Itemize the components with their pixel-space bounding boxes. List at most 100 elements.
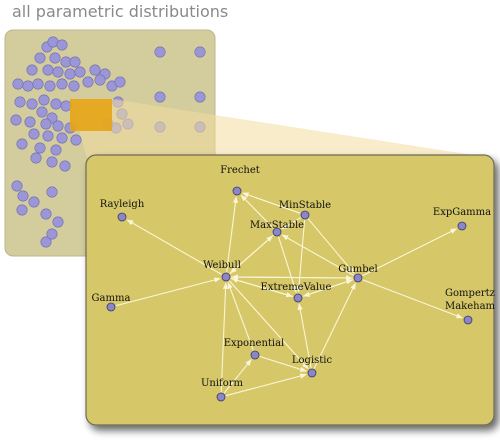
edge-logistic-to-extremevalue	[297, 303, 312, 369]
node-marker[interactable]	[300, 210, 310, 220]
node-expgamma[interactable]: ExpGamma	[433, 207, 491, 231]
overview-dot	[40, 236, 52, 248]
overview-dot	[46, 156, 58, 168]
overview-dot	[56, 39, 68, 51]
selection-box[interactable]	[70, 99, 112, 131]
node-marker[interactable]	[216, 392, 226, 402]
overview-dot	[16, 138, 28, 150]
overview-dot	[52, 66, 64, 78]
node-marker[interactable]	[307, 368, 317, 378]
overview-dot	[26, 64, 38, 76]
edges	[115, 192, 464, 397]
node-logistic[interactable]: Logistic	[292, 355, 333, 378]
overview-dot	[28, 128, 40, 140]
node-marker[interactable]	[293, 293, 303, 303]
overview-dot	[52, 120, 64, 132]
edge-gumbel-to-gompertz_makeham	[362, 279, 464, 319]
edge-uniform-to-exponential	[223, 359, 252, 394]
overview-dot	[50, 98, 62, 110]
overview-dot	[60, 100, 72, 112]
overview-dot	[38, 94, 50, 106]
edge-gumbel-to-weibull	[231, 274, 354, 280]
overview-dot	[194, 91, 206, 103]
overview-dot	[28, 196, 40, 208]
node-label: ExtremeValue	[261, 282, 332, 293]
overview-dot	[34, 142, 46, 154]
node-marker[interactable]	[221, 272, 231, 282]
overview-dot	[49, 52, 61, 64]
overview-dot	[56, 78, 68, 90]
node-label: Rayleigh	[100, 199, 145, 210]
node-marker[interactable]	[353, 273, 363, 283]
edge-exponential-to-logistic	[259, 355, 307, 372]
node-exponential[interactable]: Exponential	[224, 338, 285, 360]
node-label: MaxStable	[250, 220, 304, 231]
node-gumbel[interactable]: Gumbel	[338, 264, 378, 283]
edge-gumbel-to-maxstable	[281, 234, 354, 276]
edge-weibull-to-maxstable	[229, 235, 273, 275]
overview-dot	[69, 56, 81, 68]
page-title: all parametric distributions	[12, 2, 229, 21]
overview-dot	[114, 76, 126, 88]
overview-dot	[22, 80, 34, 92]
overview-dot	[94, 74, 106, 86]
node-label: Logistic	[292, 355, 333, 366]
overview-dot	[42, 64, 54, 76]
edge-minstable-to-maxstable	[281, 217, 301, 230]
node-marker[interactable]	[457, 221, 467, 231]
overview-dot	[70, 134, 82, 146]
edge-uniform-to-weibull	[220, 282, 229, 393]
node-frechet[interactable]: Frechet	[220, 165, 260, 196]
node-label: MinStable	[279, 200, 331, 211]
node-marker[interactable]	[272, 227, 282, 237]
node-marker[interactable]	[117, 212, 127, 222]
node-label: Gumbel	[338, 264, 377, 275]
node-marker[interactable]	[463, 315, 473, 325]
overview-dot	[44, 80, 56, 92]
edge-weibull-to-frechet	[226, 196, 239, 273]
node-gamma[interactable]: Gamma	[92, 293, 131, 312]
edge-minstable-to-frechet	[242, 192, 301, 214]
overview-dot	[14, 96, 26, 108]
node-minstable[interactable]: MinStable	[279, 200, 331, 220]
edge-extremevalue-to-weibull	[231, 277, 294, 298]
overview-dot	[26, 98, 38, 110]
node-rayleigh[interactable]: Rayleigh	[100, 199, 145, 222]
node-label: Frechet	[220, 165, 260, 176]
zoom-panel	[85, 154, 495, 426]
edge-gumbel-to-expgamma	[362, 228, 458, 277]
overview-dot	[40, 208, 52, 220]
edge-weibull-to-rayleigh	[126, 219, 222, 275]
node-uniform[interactable]: Uniform	[201, 378, 244, 402]
edge-uniform-to-logistic	[225, 373, 307, 397]
overview-dot	[32, 78, 44, 90]
node-maxstable[interactable]: MaxStable	[250, 220, 304, 237]
overview-dot	[34, 52, 46, 64]
overview-dot	[50, 144, 62, 156]
node-marker[interactable]	[232, 186, 242, 196]
node-label: Uniform	[201, 378, 244, 389]
overview-dot	[11, 180, 23, 192]
overview-dot	[59, 160, 71, 172]
node-label: Gamma	[92, 293, 131, 304]
node-weibull[interactable]: Weibull	[203, 260, 241, 282]
edge-gamma-to-weibull	[115, 277, 221, 307]
overview-dot	[74, 66, 86, 78]
overview-dot	[82, 76, 94, 88]
zoom-beam	[70, 99, 492, 158]
node-label: Exponential	[224, 338, 285, 349]
node-marker[interactable]	[250, 350, 260, 360]
edge-extremevalue-to-gumbel	[302, 279, 353, 297]
overview-dot	[154, 91, 166, 103]
overview-dot	[64, 68, 76, 80]
node-extremevalue[interactable]: ExtremeValue	[261, 282, 332, 303]
overview-dot	[17, 190, 29, 202]
edge-weibull-to-logistic	[228, 280, 309, 369]
overview-dot	[52, 216, 64, 228]
overview-dot	[36, 106, 48, 118]
overview-dot	[46, 186, 58, 198]
node-marker[interactable]	[106, 302, 116, 312]
